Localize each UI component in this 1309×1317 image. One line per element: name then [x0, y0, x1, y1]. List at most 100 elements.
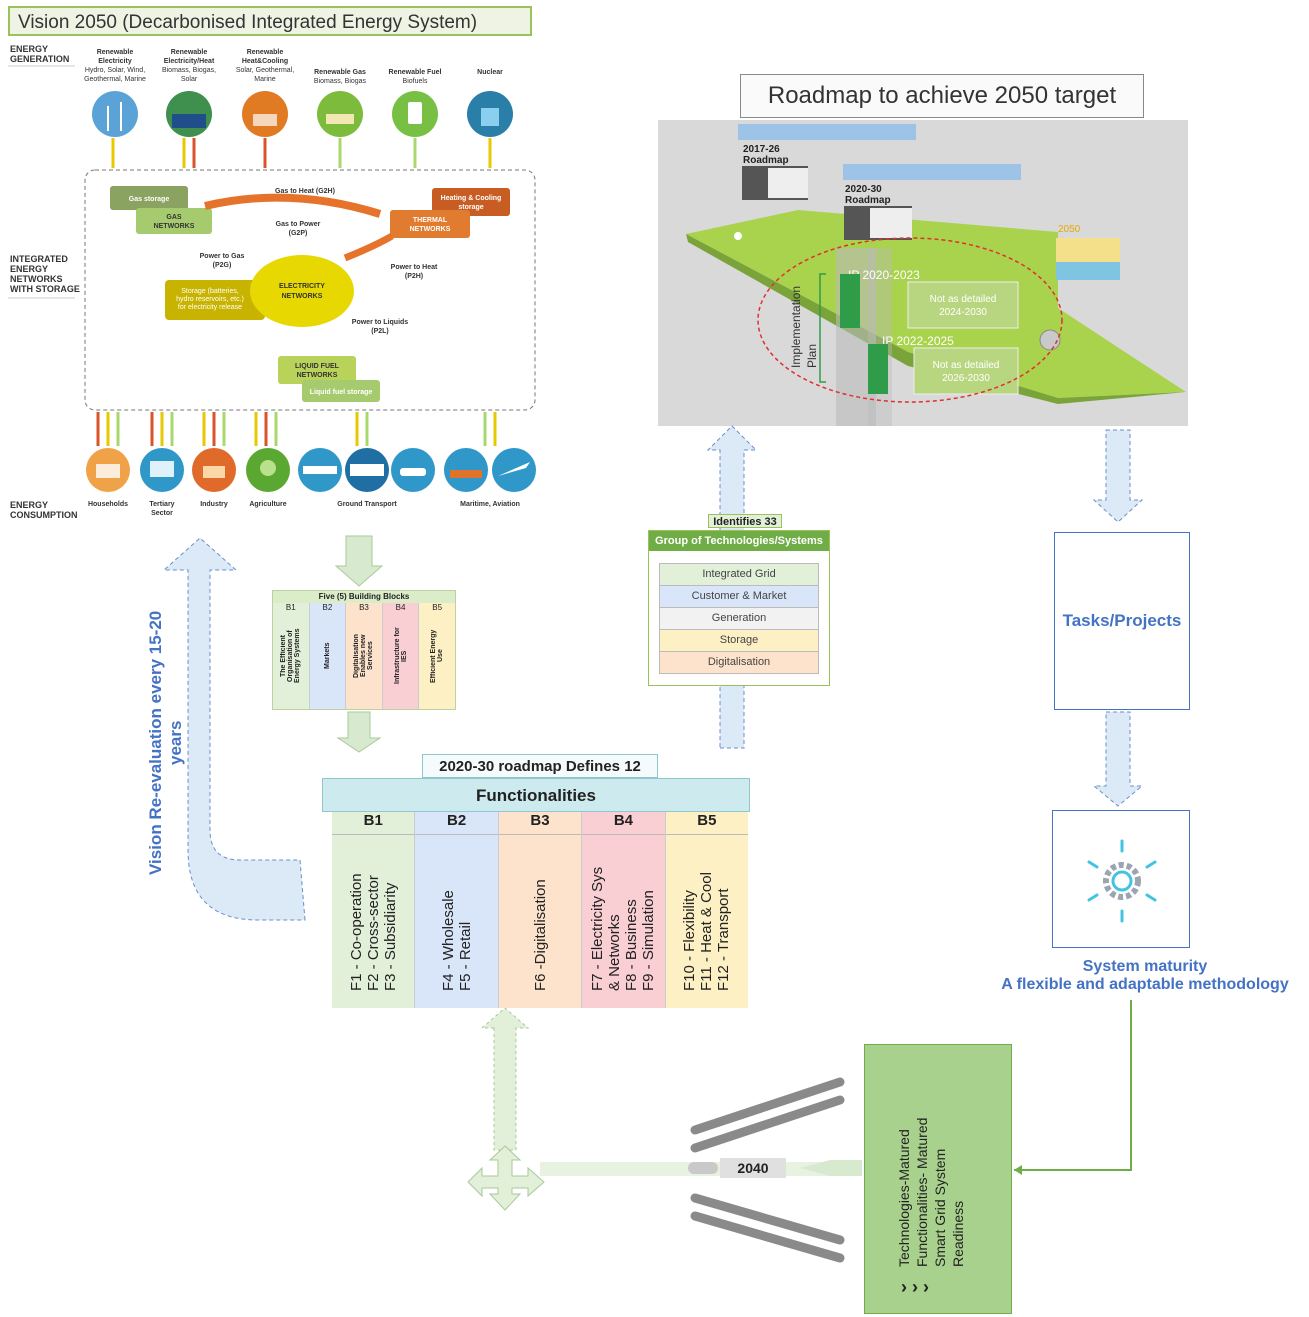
- cons-label-5: Ground Transport: [337, 501, 397, 508]
- roadmap-diagram: 2017-26 Roadmap 2020-30 Roadmap 2050 IP …: [658, 120, 1188, 426]
- p2l-label-2: (P2L): [371, 328, 389, 335]
- system-maturity-caption: System maturity A flexible and adaptable…: [1000, 958, 1290, 994]
- ip-2020-detail: [840, 274, 860, 328]
- b2-name-1: Markets: [323, 642, 331, 670]
- section-integrated-4: WITH STORAGE: [10, 284, 80, 294]
- section-consumption-2: CONSUMPTION: [10, 510, 78, 520]
- tech-item-generation: Generation: [660, 608, 818, 630]
- roadmap-2020-label-1: 2020-30: [845, 184, 882, 195]
- liquid-fuel-networks-node: [278, 356, 356, 384]
- small-block-b1-code: B1: [285, 603, 296, 612]
- roadmap-2020-label-2: Roadmap: [845, 195, 891, 206]
- func-b5-code: B5: [665, 812, 749, 835]
- storage-label-2: hydro reservoirs, etc.): [176, 296, 244, 303]
- thermal-label-2: NETWORKS: [410, 226, 451, 233]
- liquid-label-1: LIQUID FUEL: [295, 363, 340, 370]
- gen-label-4b: Biomass, Biogas: [314, 78, 367, 85]
- down-arrow-to-tasks: [1092, 429, 1144, 523]
- func-f3: F3 - Subsidiarity: [381, 882, 399, 991]
- gas-networks-label-1: GAS: [166, 214, 182, 221]
- func-f12: F12 - Transport: [715, 888, 733, 991]
- re-evaluation-label: Vision Re-evaluation every 15-20 years: [146, 610, 185, 876]
- roadmap-ball: [1039, 329, 1061, 351]
- cons-label-2a: Tertiary: [149, 501, 174, 508]
- five-blocks-table: Five (5) Building Blocks B1 The Efficien…: [272, 590, 456, 710]
- small-block-b4: B4 Infrastructure for IES: [382, 603, 420, 709]
- thermal-networks-node: [390, 210, 470, 238]
- small-block-b1: B1 The Efficient Organisation of Energy …: [273, 603, 310, 709]
- renewable-electricity-icon: [92, 91, 138, 137]
- gas-storage-label: Gas storage: [129, 196, 170, 203]
- p2g-label-1: Power to Gas: [200, 253, 245, 260]
- func-f6: F6 -Digitalisation: [531, 879, 549, 991]
- readiness-line-3: Smart Grid System: [932, 1148, 948, 1267]
- tasks-projects-box: Tasks/Projects: [1054, 532, 1190, 710]
- b3-name-3: Services: [367, 641, 375, 671]
- not-detailed-2-label-2: 2026-2030: [942, 373, 990, 384]
- func-block-b5: B5 F10 - Flexibility F11 - Heat & Cool F…: [665, 812, 749, 1008]
- gen-label-1a: Renewable: [97, 49, 134, 56]
- func-block-b3: B3 F6 -Digitalisation: [498, 812, 583, 1008]
- gen-label-3c: Solar, Geothermal,: [236, 67, 294, 74]
- func-f9: F9 - Simulation: [640, 890, 658, 991]
- func-f10: F10 - Flexibility: [681, 890, 699, 991]
- system-maturity-box: [1052, 810, 1190, 948]
- small-block-b4-code: B4: [395, 603, 406, 612]
- system-maturity-subtitle: A flexible and adaptable methodology: [1001, 976, 1289, 993]
- liquid-storage-node: [302, 380, 380, 402]
- gen-label-2c: Biomass, Biogas,: [162, 67, 216, 74]
- impl-plan-label-2: Plan: [805, 344, 819, 368]
- roadmap-bar-1: [738, 124, 916, 140]
- roadmap-title: Roadmap to achieve 2050 target: [740, 74, 1144, 118]
- func-block-b2: B2 F4 - Wholesale F5 - Retail: [415, 812, 499, 1008]
- readiness-line-1: Technologies-Matured: [896, 1129, 912, 1267]
- storage-label-3: for electricity release: [178, 304, 242, 311]
- thermal-label-1: THERMAL: [413, 217, 448, 224]
- down-arrow-to-maturity: [1092, 711, 1144, 807]
- cons-label-3: Industry: [200, 501, 228, 508]
- not-detailed-1-label-2: 2024-2030: [939, 307, 987, 318]
- roadmap-2017-label-1: 2017-26: [743, 144, 780, 155]
- ip-2020-label: IP 2020-2023: [848, 268, 920, 282]
- readiness-box: Technologies-Matured Functionalities- Ma…: [864, 1044, 1012, 1314]
- g2h-label: Gas to Heat (G2H): [275, 188, 335, 195]
- p2h-label-1: Power to Heat: [391, 264, 438, 271]
- gas-storage-node: [110, 186, 188, 210]
- func-f1: F1 - Co-operation: [347, 873, 365, 991]
- small-block-b5-code: B5: [432, 603, 443, 612]
- tech-item-customer-market: Customer & Market: [660, 586, 818, 608]
- func-block-b1: B1 F1 - Co-operation F2 - Cross-sector F…: [332, 812, 416, 1008]
- functionalities-header: Functionalities: [322, 778, 750, 812]
- cons-label-1: Households: [88, 501, 128, 508]
- readiness-chevrons: › › ›: [901, 1277, 929, 1297]
- func-block-b4: B4 F7 - Electricity Sys & Networks F8 - …: [582, 812, 666, 1008]
- implementation-ellipse: [757, 237, 1063, 403]
- roadmap-bar-2: [843, 164, 1021, 180]
- vertical-green-arrow: [480, 1007, 530, 1151]
- roadmap-2050-label: 2050: [1058, 224, 1081, 235]
- identifies-badge: Identifies 33: [708, 514, 782, 528]
- small-block-b5: B5 Efficient Energy Use: [419, 603, 455, 709]
- gen-label-2d: Solar: [181, 76, 198, 83]
- b5-name-2: Use: [437, 649, 445, 663]
- section-integrated-1: INTEGRATED: [10, 254, 68, 264]
- section-integrated-2: ENERGY: [10, 264, 48, 274]
- vision-diagram: ENERGY GENERATION INTEGRATED ENERGY NETW…: [8, 44, 536, 520]
- func-f11: F11 - Heat & Cool: [698, 872, 716, 991]
- readiness-line-4: Readiness: [950, 1200, 966, 1267]
- gen-label-5b: Biofuels: [403, 78, 428, 85]
- storage-label-1: Storage (batteries,: [181, 288, 239, 295]
- liquid-storage-label: Liquid fuel storage: [310, 389, 373, 396]
- cons-label-2b: Sector: [151, 510, 173, 517]
- section-integrated-3: NETWORKS: [10, 274, 63, 284]
- gen-label-1c: Hydro, Solar, Wind,: [85, 67, 145, 74]
- small-block-b2: B2 Markets: [309, 603, 347, 709]
- heating-cooling-label-1: Heating & Cooling: [441, 195, 502, 202]
- gen-label-4a: Renewable Gas: [314, 69, 366, 76]
- storage-node: [165, 280, 265, 320]
- gen-label-1b: Electricity: [98, 58, 132, 65]
- tasks-projects-label: Tasks/Projects: [1062, 611, 1182, 630]
- not-detailed-2: [913, 347, 1019, 395]
- func-f5: F5 - Retail: [456, 921, 474, 991]
- tech-group-header: Group of Technologies/Systems: [649, 531, 829, 551]
